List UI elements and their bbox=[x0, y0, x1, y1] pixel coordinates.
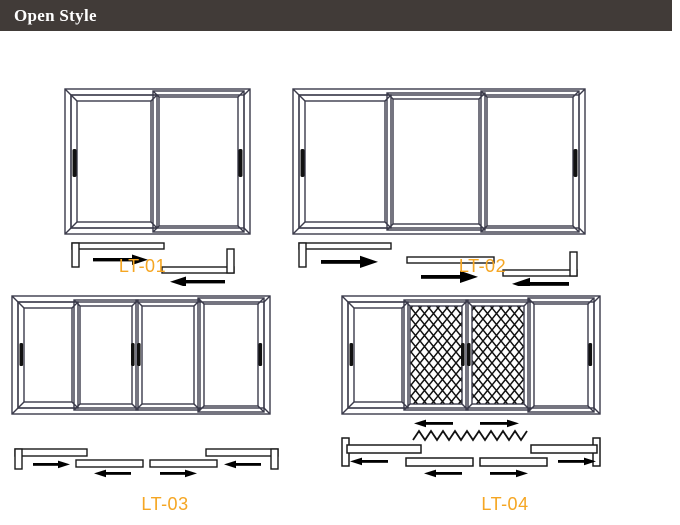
handle-right-icon bbox=[238, 149, 243, 177]
mesh-panel-right bbox=[472, 306, 524, 404]
accordion-zigzag-icon bbox=[412, 429, 528, 442]
arrow-right-icon bbox=[93, 254, 148, 265]
lt-02-track-schematic bbox=[298, 242, 578, 286]
diagram-lt-01: LT-01 bbox=[0, 31, 285, 286]
arrow-right-icon bbox=[421, 270, 478, 283]
arrow-left-icon bbox=[424, 469, 462, 478]
page-header: Open Style bbox=[0, 0, 672, 31]
arrow-right-icon bbox=[480, 419, 519, 428]
arrow-left-icon bbox=[414, 419, 453, 428]
diagram-label-lt-02: LT-02 bbox=[458, 256, 507, 276]
lt-01-drawing bbox=[64, 88, 251, 286]
handle-center-right-icon bbox=[467, 343, 471, 366]
lt-03-track-schematic bbox=[14, 448, 279, 478]
handle-center-left-icon bbox=[461, 343, 465, 366]
arrow-right-icon bbox=[321, 255, 378, 268]
lt-04-drawing bbox=[341, 295, 601, 478]
handle-right-icon bbox=[573, 149, 578, 177]
lt-02-drawing bbox=[292, 88, 586, 286]
lt-04-track-schematic bbox=[341, 419, 601, 478]
arrow-right-icon bbox=[33, 460, 70, 469]
arrow-left-icon bbox=[350, 457, 388, 466]
diagram-label-lt-04: LT-04 bbox=[481, 494, 529, 514]
lt-01-track-schematic bbox=[71, 242, 235, 286]
arrow-left-icon bbox=[224, 460, 261, 469]
diagram-label-lt-03: LT-03 bbox=[141, 494, 189, 514]
diagram-lt-03: LT-03 bbox=[0, 286, 330, 525]
handle-center-left-icon bbox=[131, 343, 135, 366]
handle-left-icon bbox=[300, 149, 305, 177]
arrow-left-icon bbox=[94, 469, 131, 478]
diagram-label-lt-01: LT-01 bbox=[118, 256, 167, 276]
arrow-left-icon bbox=[170, 276, 225, 286]
page-title: Open Style bbox=[14, 5, 97, 25]
handle-right-icon bbox=[588, 343, 593, 366]
diagram-lt-04: LT-04 bbox=[330, 286, 680, 525]
arrow-left-icon bbox=[512, 277, 569, 286]
handle-left-icon bbox=[19, 343, 24, 366]
handle-right-icon bbox=[258, 343, 263, 366]
diagram-grid: LT-01 bbox=[0, 31, 680, 525]
handle-left-icon bbox=[349, 343, 354, 366]
mesh-panel-left bbox=[410, 306, 462, 404]
lt-03-drawing bbox=[11, 295, 279, 478]
diagram-lt-02: LT-02 bbox=[285, 31, 680, 286]
arrow-right-icon bbox=[160, 469, 197, 478]
handle-center-right-icon bbox=[137, 343, 141, 366]
arrow-right-icon bbox=[558, 457, 596, 466]
arrow-right-icon bbox=[490, 469, 528, 478]
handle-left-icon bbox=[72, 149, 77, 177]
